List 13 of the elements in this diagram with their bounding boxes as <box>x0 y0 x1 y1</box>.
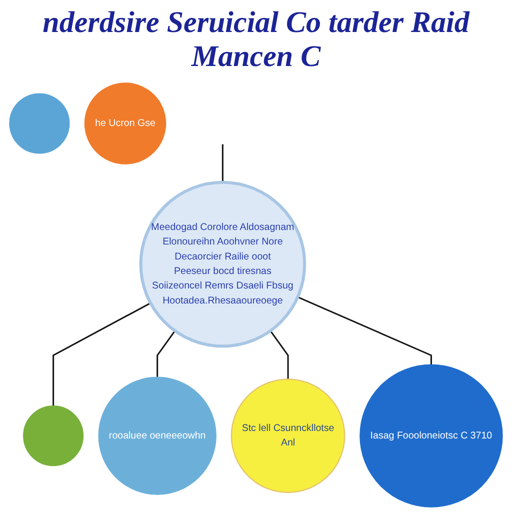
node-circle: Meedogad Corolore Aldosagnam Elonoureihn Aoohvner Nore Decaorcier Railie ooot Peeseur bocd tiresnas Soiizeoncel Remrs Dsaeli Fbsug Hootadea.Rhesaaoureoege <box>139 180 306 348</box>
node-circle: rooaluee oeneeeowhn <box>98 376 216 495</box>
connector <box>297 296 432 364</box>
title: nderdsire Seruicial Co tarder Raid Mancen C <box>42 6 471 74</box>
connector <box>222 144 224 182</box>
node-circle: he Ucron Gse <box>84 82 166 164</box>
connector <box>270 330 289 380</box>
node-circle: Iasag Foooloneiotsc C 3710 <box>360 364 503 508</box>
node-circle: Stc lell Csunnckllotse Anl <box>230 378 346 494</box>
node-circle <box>23 406 84 466</box>
connector <box>156 330 176 377</box>
connector <box>52 302 151 406</box>
node-circle <box>9 93 70 154</box>
